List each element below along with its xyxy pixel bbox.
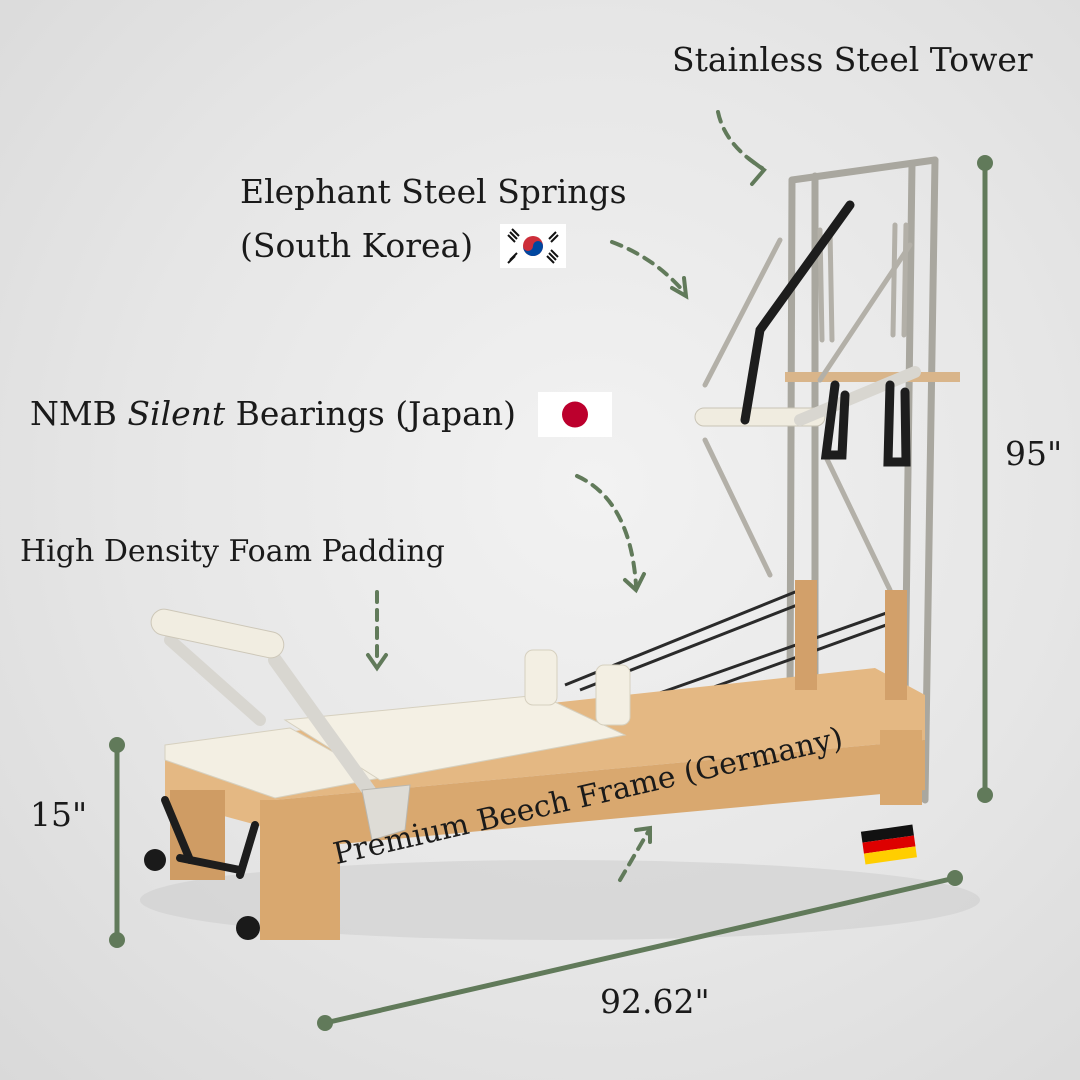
dim-length: 92.62" <box>600 982 710 1021</box>
arrow-heads <box>366 156 767 844</box>
label-steel-tower: Stainless Steel Tower <box>672 40 1033 79</box>
label-springs: Elephant Steel Springs <box>240 172 627 211</box>
label-bearings: NMB Silent Bearings (Japan) <box>30 394 516 433</box>
dimension-dots <box>109 155 993 1031</box>
wheels <box>144 849 260 940</box>
germany-flag-icon <box>860 824 917 865</box>
dim-height-bed: 15" <box>30 795 88 834</box>
bearings-suffix: Bearings (Japan) <box>225 394 516 433</box>
dim-height-total: 95" <box>1005 434 1063 473</box>
south-korea-flag-icon <box>500 224 566 268</box>
foot-straps <box>161 796 259 879</box>
footbar <box>150 608 411 841</box>
foam-padding <box>164 649 631 799</box>
tower-bar <box>785 372 960 382</box>
label-foam-padding: High Density Foam Padding <box>20 534 445 569</box>
label-springs-origin: (South Korea) <box>240 226 474 265</box>
tower-springs <box>702 222 913 593</box>
push-through-bar <box>694 407 826 427</box>
japan-flag-icon <box>538 392 612 437</box>
bearings-prefix: NMB <box>30 394 128 433</box>
loop-straps <box>740 200 911 467</box>
dimension-lines <box>114 160 988 1026</box>
bearings-emphasis: Silent <box>127 394 226 433</box>
